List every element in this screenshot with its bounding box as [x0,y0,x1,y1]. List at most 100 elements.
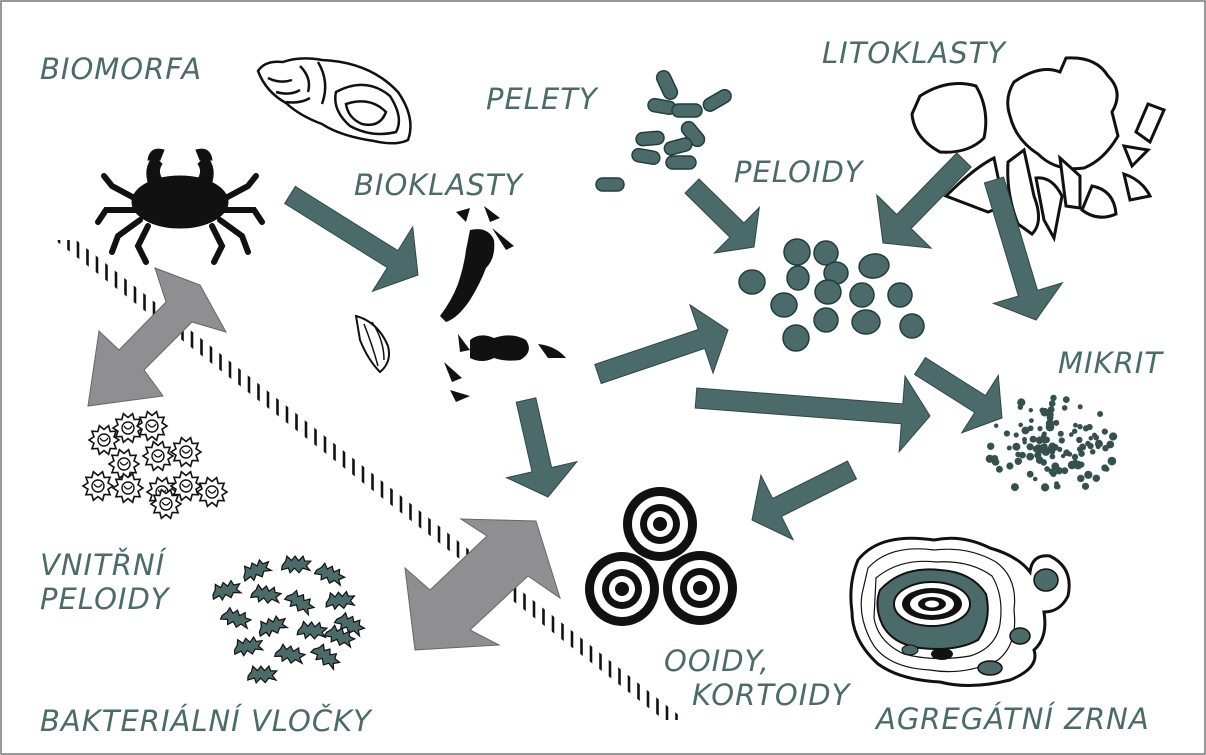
internal-peloid [113,474,143,503]
micrite-dot [1022,440,1026,444]
micrite-dot [1089,436,1094,441]
micrite-dot [1027,471,1034,478]
micrite-dot [1082,483,1089,490]
micrite-dots-icon [986,395,1117,492]
process-arrow [507,398,577,497]
micrite-dot [1063,396,1070,403]
micrite-dot [1087,424,1093,430]
label-bakterialni-vlocky: BAKTERIÁLNÍ VLOČKY [40,704,372,738]
micrite-dot [1006,462,1013,469]
micrite-dot [996,466,1003,473]
micrite-dot [1041,483,1049,491]
micrite-dot [1077,424,1082,429]
micrite-dot [994,424,998,428]
micrite-dot [1033,446,1040,453]
lithoclasts-icon [912,58,1164,238]
bacterial-flake [239,555,274,586]
process-arrow [595,305,728,384]
bacterial-flake [246,663,278,685]
micrite-dot [1102,429,1108,435]
bacterial-flake [313,561,347,587]
label-ooidy: OOIDY, [664,644,850,678]
micrite-dot [1027,443,1034,450]
micrite-dot [1078,404,1083,409]
bacterial-flakes-icon [209,553,367,685]
micrite-dot [1092,433,1097,438]
micrite-dot [1029,408,1033,412]
label-bioklasty: BIOKLASTY [354,168,523,202]
ooid-3 [663,551,737,625]
ooid-2 [585,552,659,626]
double-arrow-upper [88,268,226,406]
micrite-dot [1108,457,1117,466]
micrite-dot [1014,432,1019,437]
bacterial-flake [209,576,243,604]
bacterial-flake [220,606,253,629]
micrite-dot [1078,451,1084,457]
micrite-dot [1050,395,1056,401]
micrite-dot [1093,475,1100,482]
micrite-dot [1050,454,1056,460]
micrite-dot [1077,475,1084,482]
label-peloidy: PELOIDY [734,155,864,189]
internal-peloids-icon [83,412,227,519]
internal-peloid [89,426,119,455]
micrite-dot [1033,477,1038,482]
bacterial-flake [280,553,312,575]
micrite-dot [1015,458,1022,465]
micrite-dot [1037,426,1042,431]
micrite-dot [1007,446,1012,451]
process-arrow [915,358,1002,433]
micrite-dot [1048,443,1056,451]
micrite-dot [1055,469,1060,474]
bacterial-flake [251,584,282,603]
micrite-dot [1047,411,1054,418]
label-agregatni-zrna: AGREGÁTNÍ ZRNA [876,702,1150,736]
micrite-dot [1073,423,1078,428]
micrite-dot [1058,431,1064,437]
bacterial-flake [297,620,328,640]
micrite-dot [1019,452,1026,459]
micrite-dot [1078,462,1084,468]
micrite-dot [992,458,1000,466]
bioclast-fragments-icon [356,206,566,402]
label-peloidy-2: PELOIDY [40,582,170,616]
bacterial-flake [283,588,318,617]
label-ooidy-kortoidy: OOIDY, KORTOIDY [664,644,850,712]
micrite-dot [1036,437,1044,445]
crab-icon [98,149,262,262]
micrite-dot [1096,444,1101,449]
micrite-dot [1072,454,1078,460]
micrite-dot [1079,444,1086,451]
micrite-dot [1039,444,1048,453]
micrite-dot [1090,449,1096,455]
micrite-dot [1004,430,1010,436]
peloids-icon [739,239,924,351]
bacterial-flake [323,588,356,612]
micrite-dot [987,443,994,450]
process-arrows [285,153,1063,540]
micrite-dot [1055,484,1061,490]
micrite-dot [1042,431,1047,436]
label-litoklasty: LITOKLASTY [822,36,1006,70]
label-vnitrni-peloidy: VNITŘNÍ PELOIDY [40,548,170,616]
micrite-dot [1084,471,1092,479]
label-biomorfa: BIOMORFA [40,52,202,86]
aggregate-grain-icon [851,538,1069,685]
process-arrow [685,179,759,253]
internal-peloid [197,478,227,507]
process-arrow [752,461,857,540]
shell-icon [258,58,410,143]
micrite-dot [1012,443,1020,451]
label-mikrit: MIKRIT [1058,346,1163,380]
micrite-dot [1072,429,1077,434]
process-arrow [285,187,418,292]
micrite-dot [1044,466,1050,472]
internal-peloid [113,414,143,443]
micrite-dot [1067,452,1072,457]
micrite-dot [1017,398,1025,406]
ooid-1 [623,487,697,561]
micrite-dot [1030,436,1037,443]
